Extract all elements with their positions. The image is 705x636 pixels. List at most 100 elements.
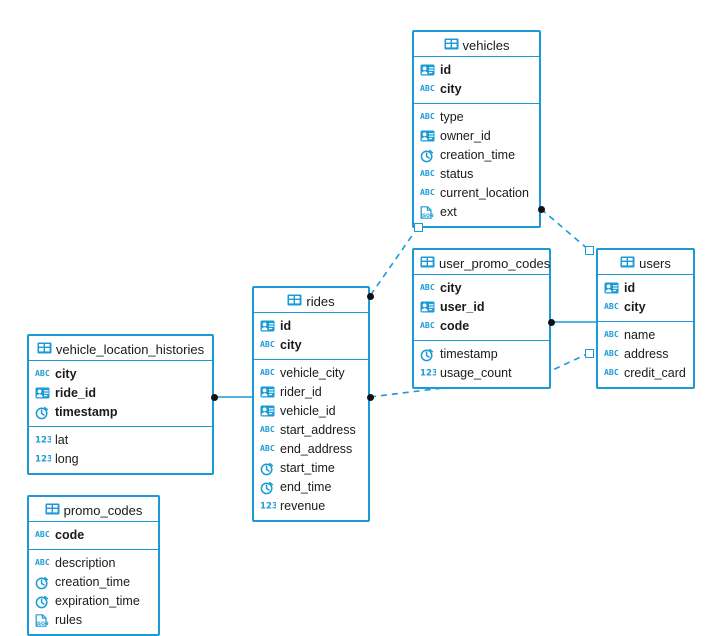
column-name: start_time <box>280 461 335 475</box>
column-row[interactable]: ABC vehicle_city <box>254 364 368 383</box>
column-name: id <box>624 281 636 295</box>
entity-title: vehicles <box>462 38 510 54</box>
column-row[interactable]: end_time <box>254 478 368 497</box>
abc-text-icon: ABC <box>420 282 435 295</box>
column-row[interactable]: vehicle_id <box>254 402 368 421</box>
column-row[interactable]: ABC type <box>414 108 539 127</box>
clock-icon <box>35 576 50 590</box>
column-row[interactable]: creation_time <box>29 573 158 592</box>
column-row[interactable]: timestamp <box>29 403 212 422</box>
column-name: rider_id <box>280 385 322 399</box>
relationship-rel-vehicles-user-promo-codes[interactable] <box>369 226 419 297</box>
column-row[interactable]: ABC status <box>414 165 539 184</box>
column-row[interactable]: start_time <box>254 459 368 478</box>
entity-header-vehicles[interactable]: vehicles <box>414 32 539 57</box>
svg-text:ABC: ABC <box>604 348 619 358</box>
column-row[interactable]: id <box>598 279 693 298</box>
abc-text-icon: ABC <box>420 83 435 96</box>
svg-text:123: 123 <box>35 454 51 463</box>
cardinality-marker-one <box>584 348 594 358</box>
svg-text:123: 123 <box>260 501 276 510</box>
column-name: expiration_time <box>55 594 140 608</box>
table-icon <box>620 251 635 268</box>
column-name: id <box>440 63 452 77</box>
column-name: status <box>440 167 474 181</box>
entity-header-promo_codes[interactable]: promo_codes <box>29 497 158 522</box>
abc-text-icon: ABC <box>604 348 619 361</box>
abc-text-icon: ABC <box>420 187 435 200</box>
column-row[interactable]: rider_id <box>254 383 368 402</box>
svg-text:123: 123 <box>420 368 436 377</box>
entity-header-rides[interactable]: rides <box>254 288 368 313</box>
entity-title: rides <box>306 294 335 310</box>
svg-text:ABC: ABC <box>420 282 435 292</box>
column-row[interactable]: timestamp <box>414 345 549 364</box>
entity-header-user_promo_codes[interactable]: user_promo_codes <box>414 250 550 275</box>
123-number-icon: 123 <box>35 453 51 466</box>
svg-text:ABC: ABC <box>604 301 619 311</box>
entity-header-users[interactable]: users <box>598 250 693 275</box>
column-name: vehicle_city <box>280 366 345 380</box>
id-key-icon <box>420 301 435 314</box>
column-row[interactable]: expiration_time <box>29 592 158 611</box>
column-name: city <box>280 338 302 352</box>
column-row[interactable]: owner_id <box>414 127 539 146</box>
column-name: creation_time <box>440 148 516 162</box>
column-row[interactable]: ABC current_location <box>414 184 539 203</box>
id-key-icon <box>260 405 275 418</box>
entity-title: vehicle_location_histories <box>55 342 205 358</box>
clock-icon <box>35 406 50 420</box>
abc-text-icon: ABC <box>420 168 435 181</box>
column-row[interactable]: user_id <box>414 298 549 317</box>
svg-text:JSON: JSON <box>35 621 49 627</box>
relationship-line <box>540 208 590 251</box>
relationship-rel-vehicles-users[interactable] <box>540 208 590 251</box>
abc-text-icon: ABC <box>260 424 275 437</box>
entity-title: promo_codes <box>63 503 143 519</box>
column-name: current_location <box>440 186 529 200</box>
abc-text-icon: ABC <box>420 111 435 124</box>
svg-text:ABC: ABC <box>260 367 275 377</box>
column-row[interactable]: id <box>254 317 368 336</box>
entity-header-vehicle_location_histories[interactable]: vehicle_location_histories <box>29 336 212 361</box>
column-row[interactable]: ride_id <box>29 384 212 403</box>
abc-text-icon: ABC <box>604 301 619 314</box>
svg-text:ABC: ABC <box>420 320 435 330</box>
column-name: id <box>280 319 292 333</box>
svg-text:123: 123 <box>35 435 51 444</box>
column-row[interactable]: creation_time <box>414 146 539 165</box>
id-key-icon <box>420 130 435 143</box>
column-name: type <box>440 110 464 124</box>
abc-text-icon: ABC <box>604 367 619 380</box>
id-key-icon <box>260 386 275 399</box>
column-row[interactable]: id <box>414 61 539 80</box>
